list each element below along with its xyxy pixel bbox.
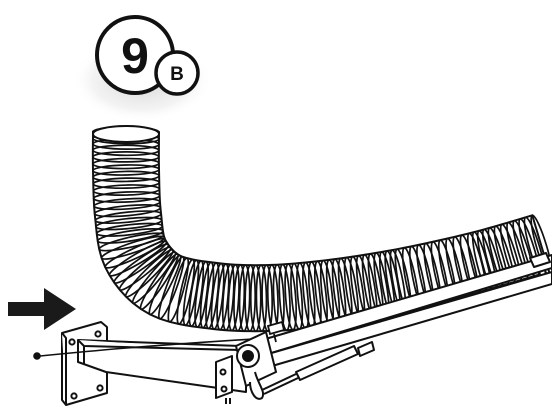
hose-rib	[108, 240, 168, 277]
direction-arrow-icon	[8, 288, 76, 330]
hose-rib	[92, 157, 160, 170]
hose-rib	[95, 216, 163, 231]
hose-rib	[92, 144, 160, 157]
hose-rib	[92, 177, 161, 190]
hose-top-opening	[92, 125, 160, 143]
pivot-knob	[234, 330, 278, 400]
hose-rib	[113, 243, 170, 284]
hose-rib	[261, 264, 274, 332]
hose-rib	[249, 264, 262, 333]
hose-clamp	[266, 320, 286, 343]
hose-rib	[93, 197, 161, 211]
hose-rib	[92, 170, 160, 183]
hose-rib	[96, 228, 164, 244]
hose-rib	[255, 264, 268, 333]
hose-rib	[139, 253, 179, 311]
hose-rib	[92, 151, 160, 163]
hose-rib	[238, 264, 251, 332]
hose-rib	[131, 251, 177, 305]
hose-rib	[92, 190, 161, 204]
hose-rib	[92, 184, 161, 196]
step-sub-label: B	[170, 64, 184, 85]
hose-rib	[124, 248, 174, 298]
hose-rib	[95, 222, 164, 237]
hose-rib	[221, 263, 235, 332]
hose-rib	[148, 254, 182, 316]
step-number-badge: 9 B	[72, 15, 212, 122]
hose-rib	[92, 164, 160, 176]
step-number: 9	[121, 28, 149, 84]
hose-rib	[94, 210, 162, 225]
hose-rib	[104, 237, 166, 269]
hose-rib	[244, 264, 257, 333]
hose-rib	[284, 263, 298, 331]
badge-sub-circle	[154, 50, 200, 96]
hose-rib	[93, 204, 162, 218]
cable	[33, 337, 271, 360]
hose-rib	[167, 257, 190, 323]
hose-rib	[227, 263, 240, 332]
hose-rib	[278, 263, 291, 332]
hose-rib	[233, 264, 246, 332]
hose-rib	[157, 255, 185, 320]
flexible-duct-hose	[91, 125, 552, 333]
hose-rib	[100, 235, 166, 260]
hose-rib	[98, 232, 165, 252]
hose-rib	[118, 246, 172, 291]
gas-strut	[261, 341, 375, 395]
